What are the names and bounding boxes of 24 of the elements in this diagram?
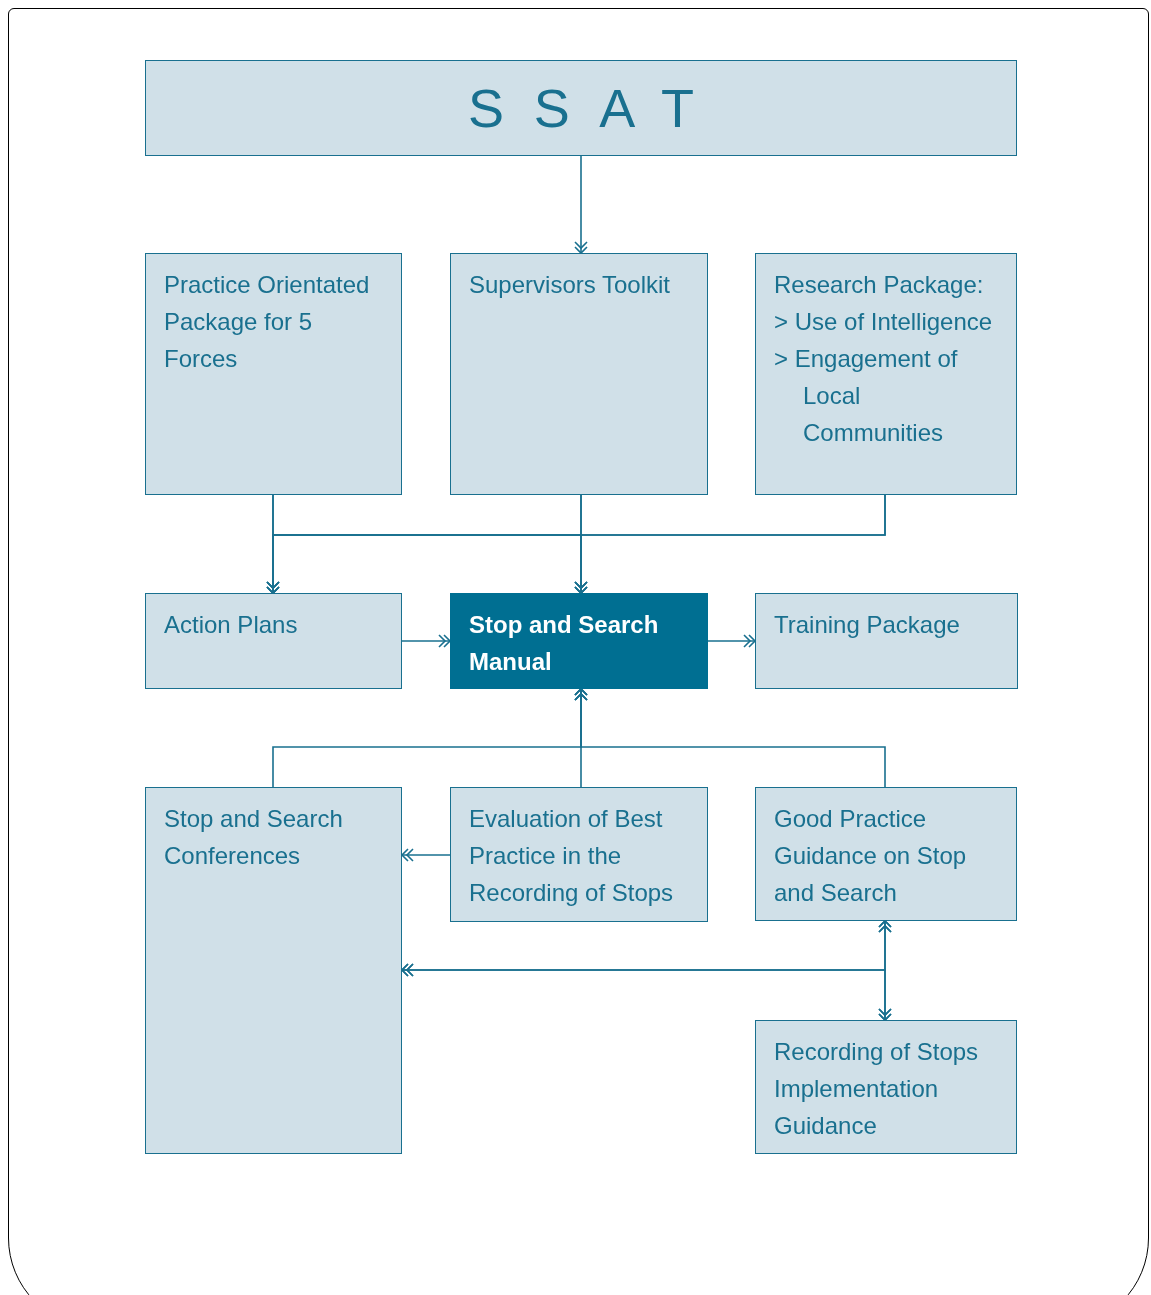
box-text: > Use of Intelligence <box>774 307 994 337</box>
box-text: Good Practice Guidance on Stop and Search <box>774 804 968 908</box>
process-box <box>755 593 1018 689</box>
box-text: Supervisors Toolkit <box>469 270 671 300</box>
box-text: Evaluation of Best Practice in the Recording of Stops <box>469 804 675 908</box>
process-box <box>145 787 402 1154</box>
box-text: Stop and Search Conferences <box>164 804 344 871</box>
box-text: Research Package: <box>774 270 985 300</box>
process-box <box>450 787 708 922</box>
process-box <box>755 1020 1017 1154</box>
highlighted-box <box>450 593 708 689</box>
box-text: Recording of Stops Implementation Guidance <box>774 1037 980 1141</box>
process-box <box>145 593 402 689</box>
process-box <box>450 253 708 495</box>
title-text: SSAT <box>466 81 724 135</box>
title-box <box>145 60 1017 156</box>
process-box <box>755 253 1017 495</box>
box-text: Practice Orientated Package for 5 Forces <box>164 270 371 374</box>
box-text: Action Plans <box>164 610 299 640</box>
box-text: Training Package <box>774 610 961 640</box>
box-text: Stop and Search Manual <box>469 610 660 677</box>
box-text: > Engagement of Local Communities <box>774 344 959 448</box>
process-box <box>145 253 402 495</box>
process-box <box>755 787 1017 921</box>
